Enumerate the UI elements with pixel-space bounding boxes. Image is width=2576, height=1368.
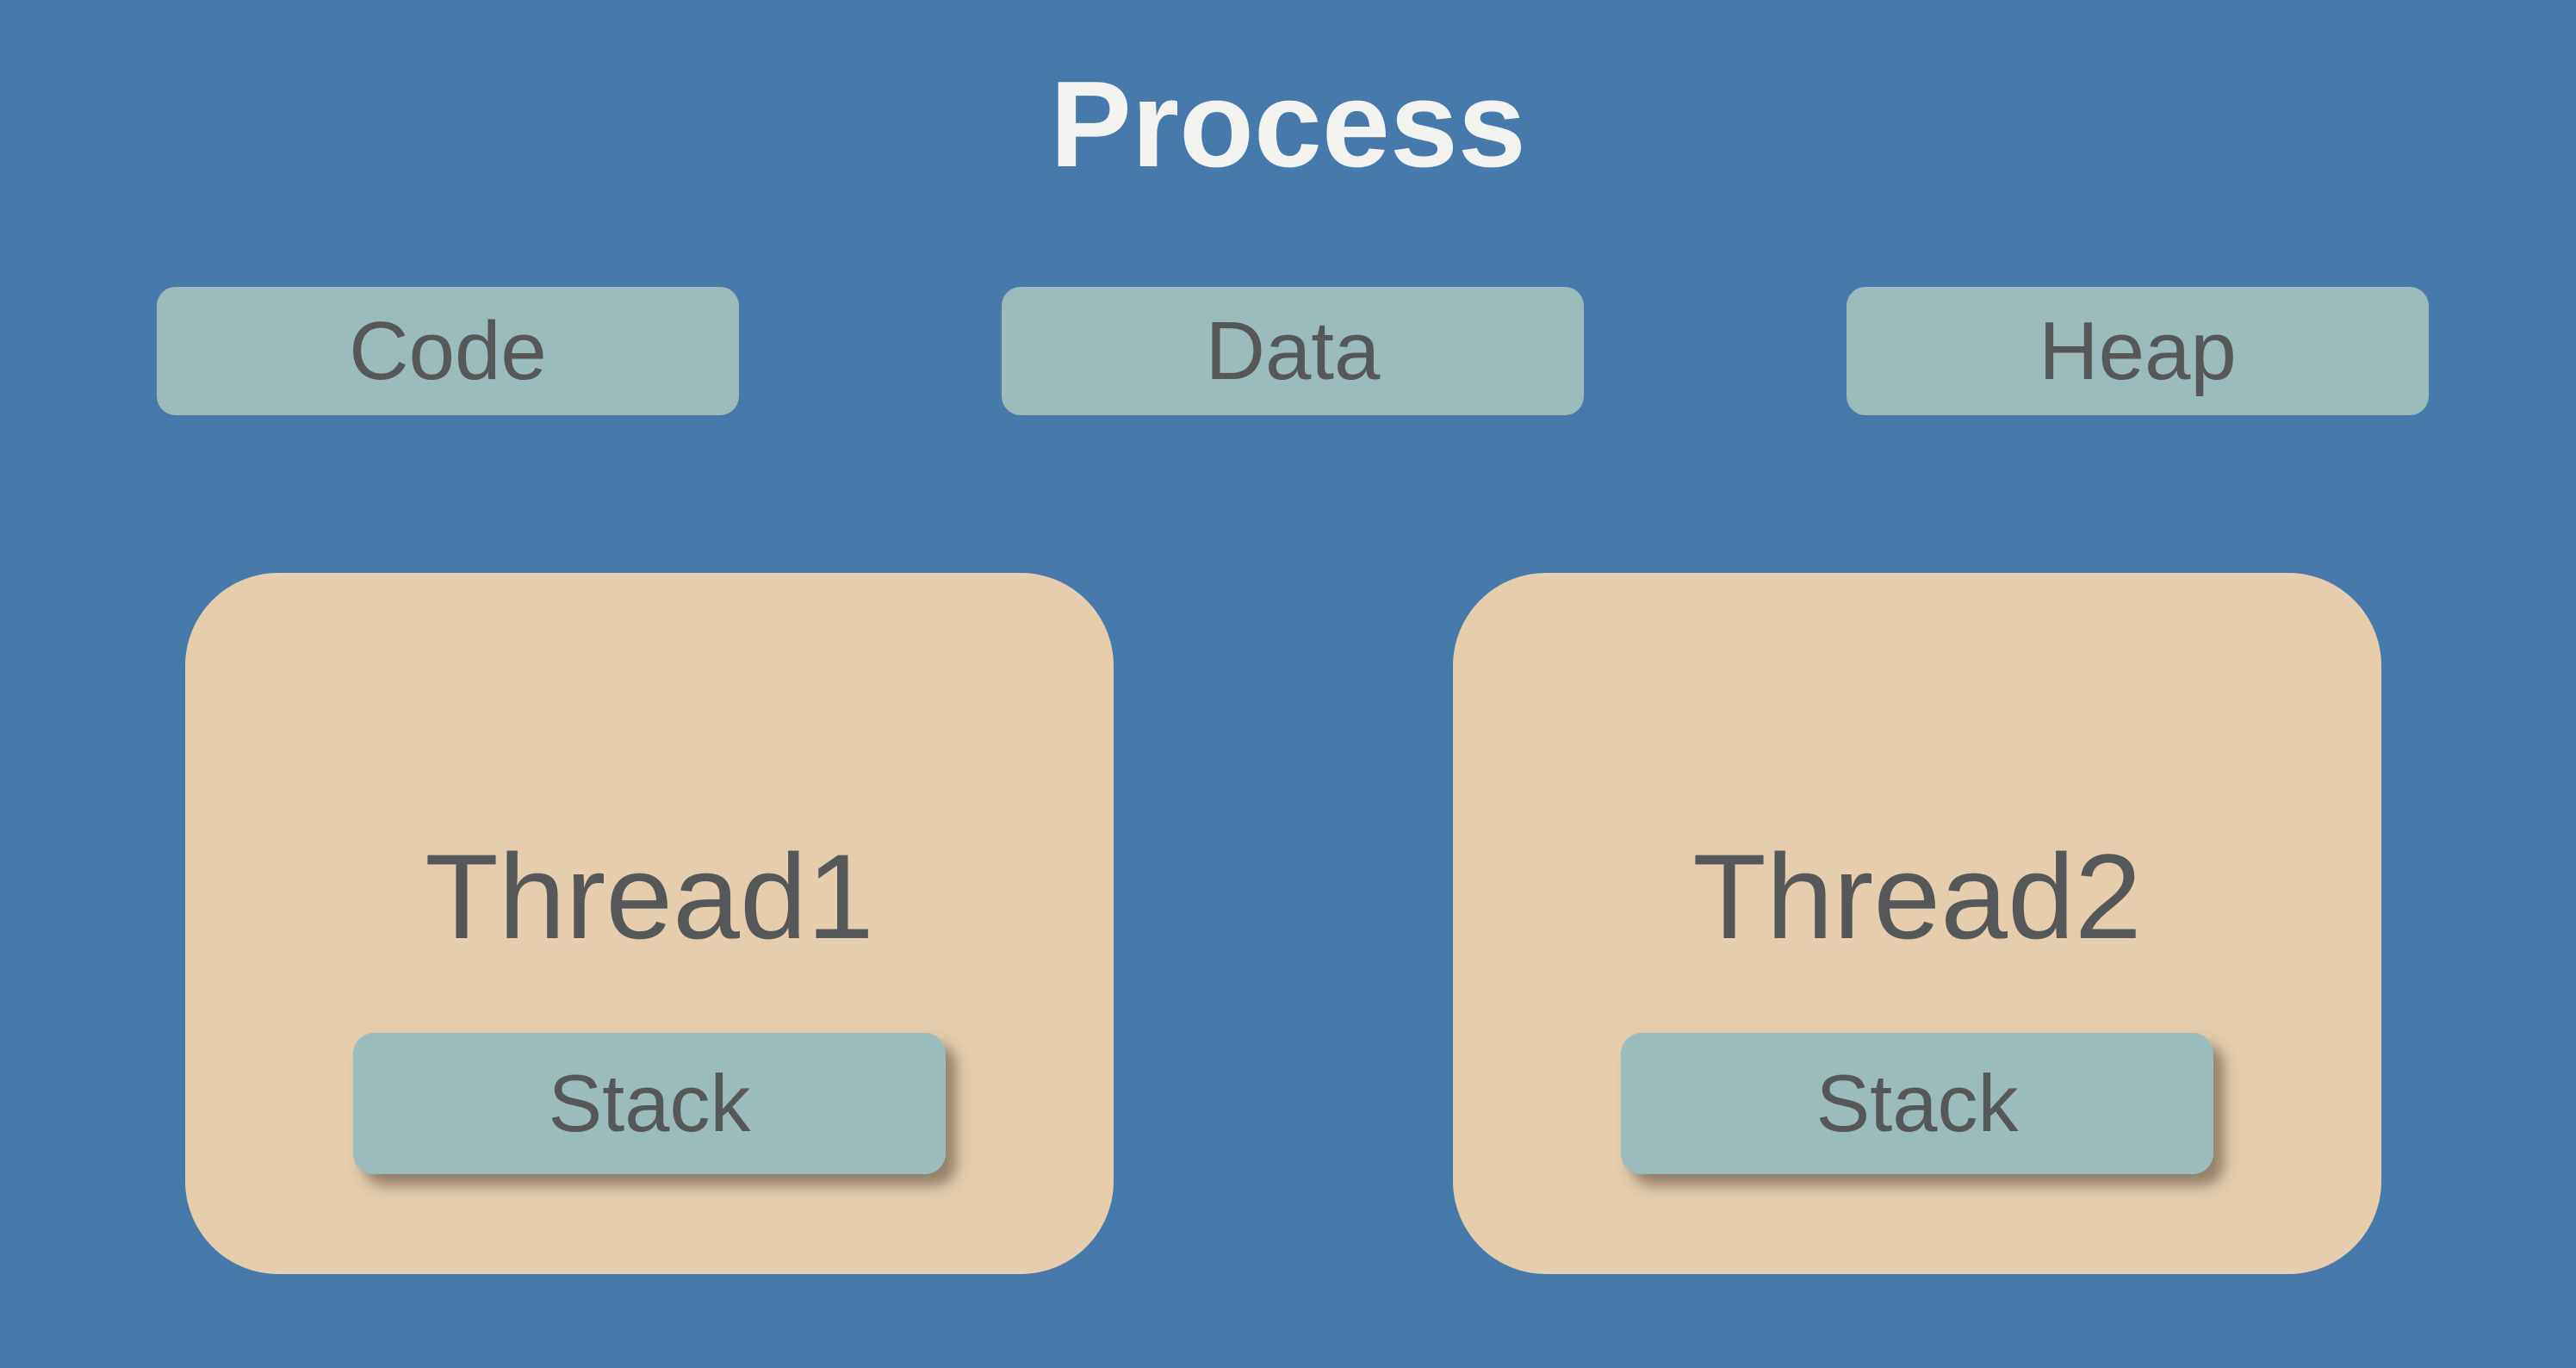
thread2-label: Thread2 <box>1692 829 2142 964</box>
process-title: Process <box>1050 56 1526 193</box>
thread2-stack-box: Stack <box>1621 1033 2213 1174</box>
heap-segment-box: Heap <box>1847 287 2429 415</box>
thread2-stack-label: Stack <box>1816 1058 2019 1148</box>
thread1-stack-label: Stack <box>548 1058 751 1148</box>
code-segment-box: Code <box>157 287 739 415</box>
thread1-box: Thread1 Stack <box>185 573 1114 1274</box>
thread1-stack-box: Stack <box>353 1033 946 1174</box>
data-segment-label: Data <box>1205 304 1381 397</box>
thread1-label: Thread1 <box>425 829 874 964</box>
thread2-box: Thread2 Stack <box>1453 573 2381 1274</box>
data-segment-box: Data <box>1002 287 1584 415</box>
code-segment-label: Code <box>349 304 547 397</box>
heap-segment-label: Heap <box>2039 304 2237 397</box>
